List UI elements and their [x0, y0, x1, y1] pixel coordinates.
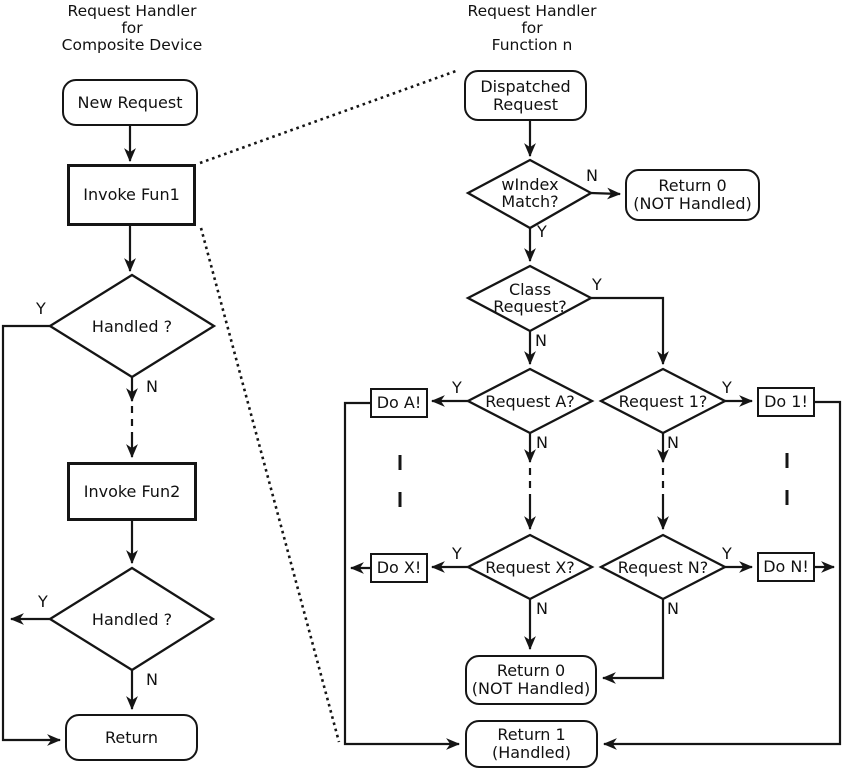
branch-label-windex-yes: Y	[537, 222, 547, 241]
branch-label-request-n-yes: Y	[722, 544, 732, 563]
left-chart-title: Request Handler for Composite Device	[61, 2, 203, 54]
branch-label-request-a-no: N	[536, 433, 548, 452]
decision-request-x-shape	[465, 533, 595, 601]
flow-class-yes-to-request1	[591, 296, 669, 366]
node-new-request: New Request	[62, 79, 198, 126]
flow-requestn-no-to-return0	[601, 599, 665, 684]
node-dispatched-request: Dispatched Request	[464, 70, 587, 121]
branch-label-request-a-yes: Y	[452, 378, 462, 397]
branch-label-handled1-yes: Y	[36, 299, 46, 318]
decision-request-n-shape	[598, 533, 728, 601]
branch-label-request-n-no: N	[667, 599, 679, 618]
decision-handled-1-shape	[47, 273, 217, 379]
decision-class-request-shape	[465, 264, 594, 333]
branch-label-handled1-no: N	[146, 377, 158, 396]
branch-label-class-yes: Y	[592, 275, 602, 294]
branch-label-request-1-no: N	[667, 433, 679, 452]
node-do-n: Do N!	[757, 552, 815, 582]
node-return0-top: Return 0 (NOT Handled)	[625, 169, 760, 221]
decision-request-a-shape	[465, 367, 595, 435]
branch-label-handled2-no: N	[146, 670, 158, 689]
branch-label-request-1-yes: Y	[722, 378, 732, 397]
node-return1: Return 1 (Handled)	[465, 720, 598, 768]
flow-doa-to-return1	[343, 401, 461, 750]
flow-handled1-yes-to-return	[1, 324, 62, 746]
node-invoke-fun1: Invoke Fun1	[67, 164, 196, 226]
node-do-1: Do 1!	[757, 387, 815, 417]
node-invoke-fun2: Invoke Fun2	[67, 462, 197, 521]
decision-request-1-shape	[598, 367, 728, 435]
branch-label-class-no: N	[535, 331, 547, 350]
decision-handled-2-shape	[47, 566, 216, 672]
branch-label-request-x-yes: Y	[452, 544, 462, 563]
branch-label-request-x-no: N	[536, 599, 548, 618]
flow-do1-to-return1	[602, 400, 842, 750]
flow-windex-no-to-return0	[590, 187, 622, 200]
node-do-a: Do A!	[370, 388, 428, 418]
node-return: Return	[65, 714, 198, 761]
decision-windex-match-shape	[465, 158, 594, 230]
node-return0-bottom: Return 0 (NOT Handled)	[465, 655, 597, 705]
expansion-dotted-line-bottom	[199, 227, 341, 743]
expansion-dotted-line-top	[199, 69, 457, 165]
node-do-x: Do X!	[370, 553, 428, 583]
branch-label-handled2-yes: Y	[38, 592, 48, 611]
branch-label-windex-no: N	[586, 166, 598, 185]
right-chart-title: Request Handler for Function n	[467, 2, 597, 54]
